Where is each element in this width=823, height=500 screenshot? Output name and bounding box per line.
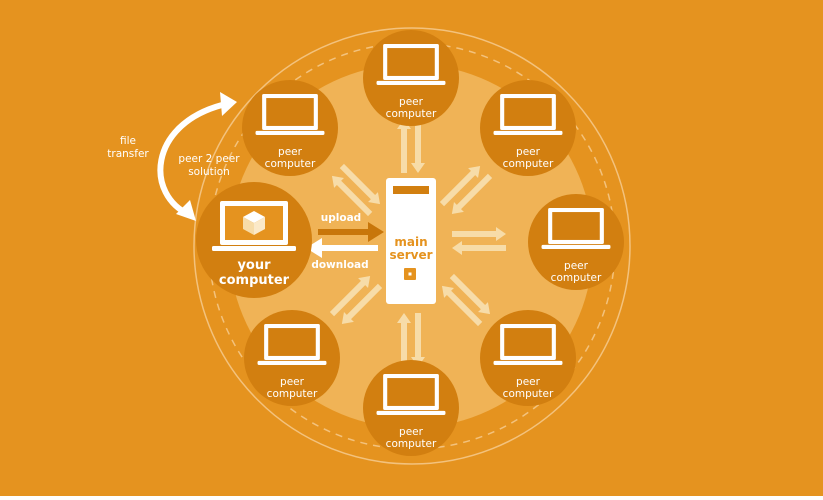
p2p-label-line1: peer 2 peer bbox=[178, 153, 240, 165]
peer-label-line2: computer bbox=[267, 388, 318, 400]
peer-label-line2: computer bbox=[503, 388, 554, 400]
peer-label-line1: peer bbox=[278, 146, 303, 158]
peer-label-line2: computer bbox=[386, 108, 437, 120]
laptop-icon bbox=[376, 43, 446, 85]
transfer-arrow bbox=[331, 175, 373, 217]
transfer-arrow bbox=[341, 283, 383, 325]
peer-label-line2: computer bbox=[265, 158, 316, 170]
transfer-arrow bbox=[411, 313, 425, 367]
upload-arrow bbox=[318, 222, 384, 242]
peer-label-line1: peer bbox=[516, 376, 541, 388]
laptop-icon bbox=[376, 373, 446, 415]
file-transfer-label-line1: file bbox=[120, 135, 136, 147]
file-transfer-label-line2: transfer bbox=[107, 148, 149, 160]
laptop-icon bbox=[255, 93, 325, 135]
peer-label-line1: peer bbox=[399, 426, 424, 438]
transfer-arrow bbox=[339, 163, 381, 205]
server-icon bbox=[386, 178, 436, 304]
transfer-arrow bbox=[397, 119, 411, 173]
transfer-arrow bbox=[449, 273, 491, 315]
transfer-arrow bbox=[411, 119, 425, 173]
outer-ring bbox=[193, 27, 631, 465]
server-label-line2: server bbox=[389, 248, 432, 262]
laptop-icon bbox=[493, 323, 563, 365]
peer-label-line2: computer bbox=[386, 438, 437, 450]
peer-label-line1: peer bbox=[564, 260, 589, 272]
your-computer-label-line2: computer bbox=[219, 273, 290, 288]
main-server: main server bbox=[386, 178, 436, 304]
transfer-arrow bbox=[451, 173, 493, 215]
box-icon bbox=[243, 211, 265, 235]
peer-label-line1: peer bbox=[280, 376, 305, 388]
transfer-arrow bbox=[452, 241, 506, 255]
your-computer-label-line1: your bbox=[237, 258, 271, 273]
peer-label-line2: computer bbox=[551, 272, 602, 284]
your-computer-node: your computer bbox=[196, 182, 312, 298]
transfer-arrow bbox=[329, 275, 371, 317]
download-arrow bbox=[306, 238, 378, 258]
peer-label-line2: computer bbox=[503, 158, 554, 170]
laptop-icon bbox=[493, 93, 563, 135]
server-label-line1: main bbox=[394, 235, 427, 249]
transfer-arrow bbox=[397, 313, 411, 367]
laptop-icon bbox=[257, 323, 327, 365]
curved-arrow-head-bottom bbox=[176, 200, 196, 221]
transfer-arrow bbox=[441, 285, 483, 327]
p2p-label-line2: solution bbox=[188, 166, 230, 178]
peer-label-line1: peer bbox=[516, 146, 541, 158]
transfer-arrow bbox=[452, 227, 506, 241]
transfer-arrow bbox=[439, 165, 481, 207]
laptop-icon bbox=[541, 207, 611, 249]
curved-arrow-icon bbox=[157, 102, 225, 218]
upload-label: upload bbox=[321, 212, 361, 224]
download-label: download bbox=[311, 259, 368, 271]
transfer-arrows bbox=[329, 119, 506, 367]
curved-arrow-head-top bbox=[220, 92, 237, 116]
peer-label-line1: peer bbox=[399, 96, 424, 108]
